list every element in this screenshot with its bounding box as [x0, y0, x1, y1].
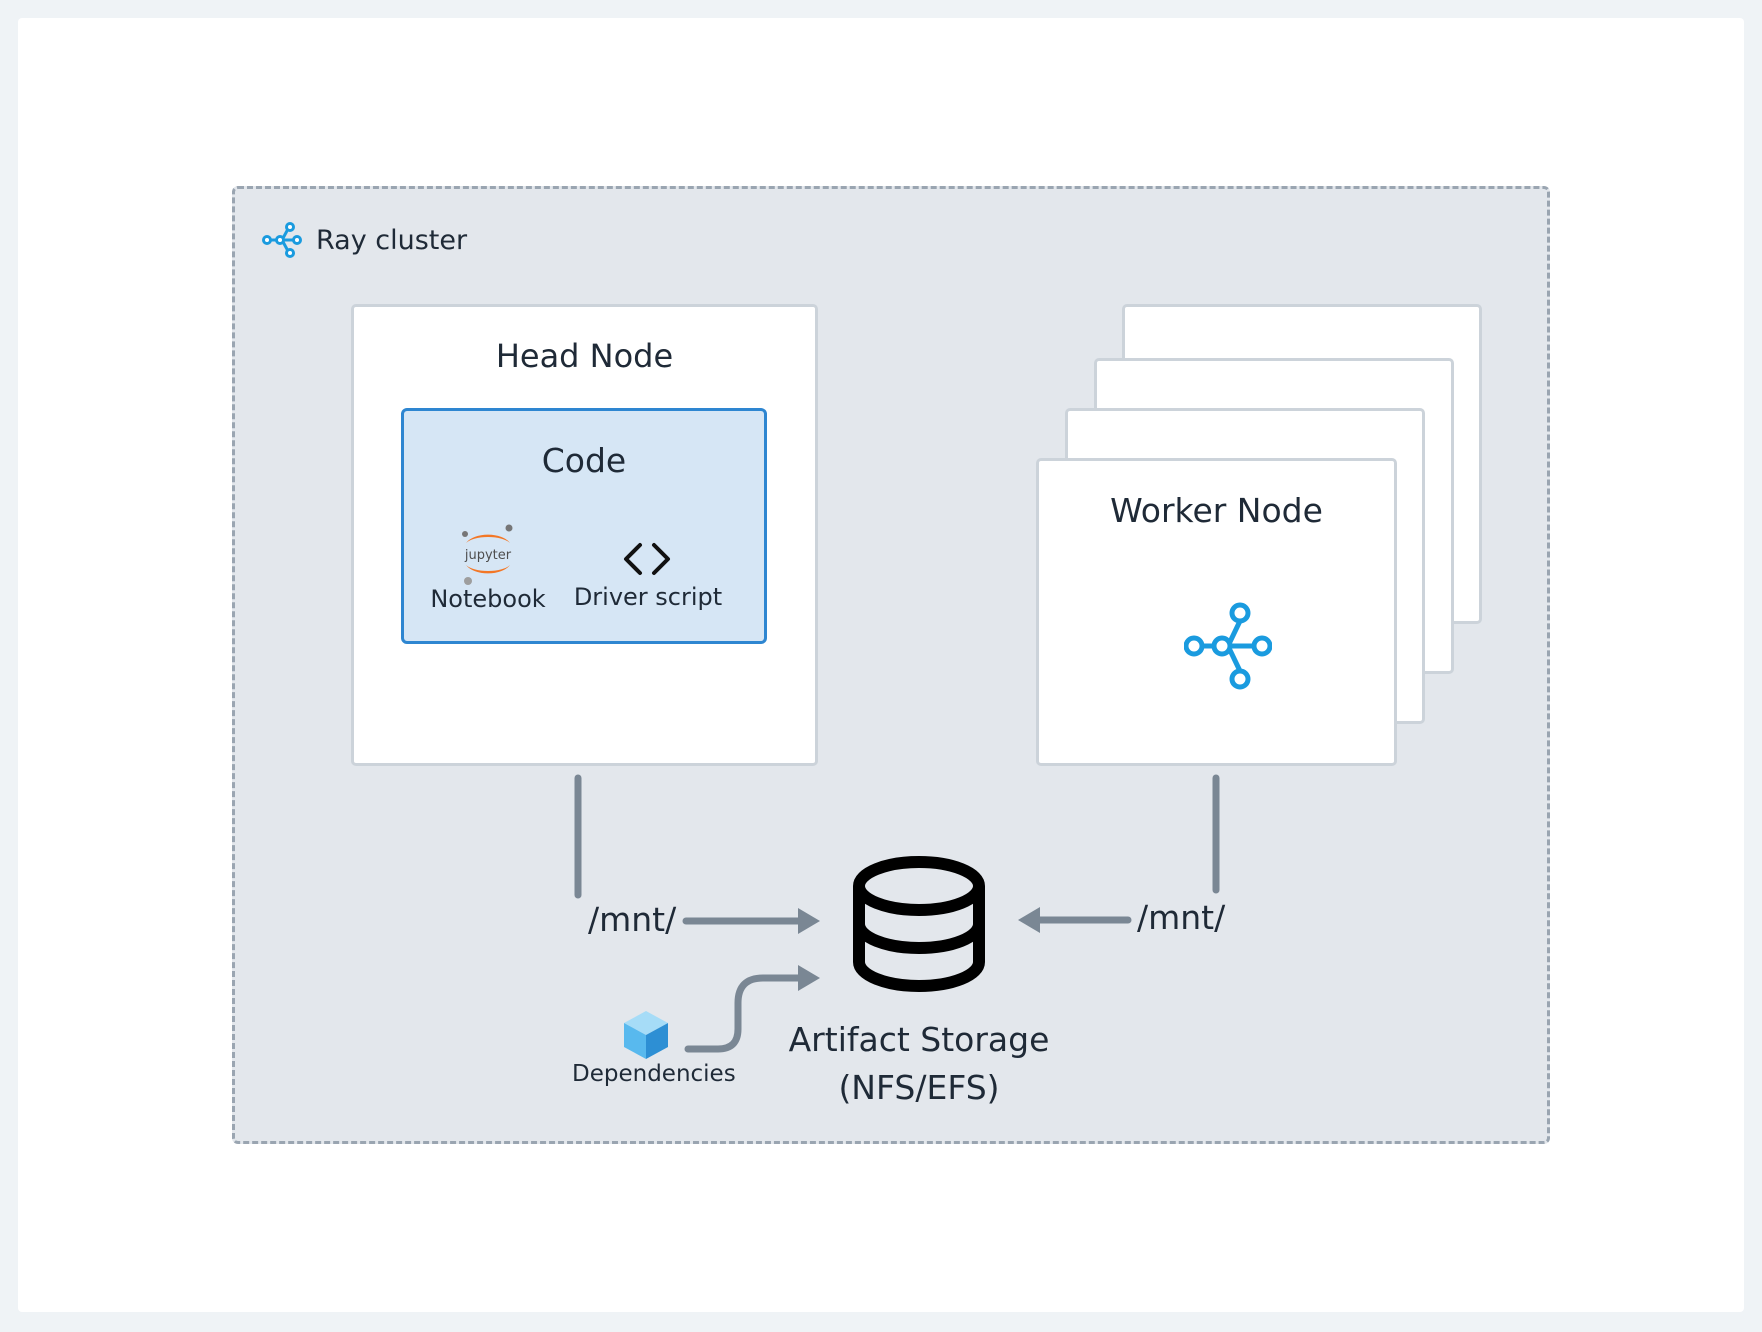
ray-icon — [262, 222, 302, 258]
worker-mount-label: /mnt/ — [1137, 898, 1226, 937]
artifact-storage-subtitle: (NFS/EFS) — [838, 1068, 1000, 1107]
driver-script-label: Driver script — [573, 583, 723, 611]
head-arrow — [682, 908, 820, 934]
worker-node-title: Worker Node — [1110, 491, 1323, 530]
artifact-storage-label: Artifact Storage (NFS/EFS) — [779, 1016, 1059, 1112]
head-node-title: Head Node — [495, 337, 674, 375]
code-brackets-icon — [624, 543, 670, 575]
ray-icon — [1184, 602, 1272, 690]
database-icon — [853, 856, 985, 992]
jupyter-icon: jupyter — [462, 524, 513, 585]
artifact-storage-title: Artifact Storage — [788, 1020, 1050, 1059]
worker-node: Worker Node — [1036, 458, 1397, 766]
notebook-label: Notebook — [430, 585, 546, 613]
code-box: Code jupyter Notebook Driver script — [401, 408, 767, 644]
cube-icon — [624, 1011, 668, 1059]
head-mount-label: /mnt/ — [588, 900, 677, 939]
code-title: Code — [541, 441, 627, 480]
cluster-title: Ray cluster — [316, 224, 468, 256]
dependencies-label: Dependencies — [572, 1061, 736, 1087]
dependencies-arrow — [684, 965, 820, 1053]
svg-text:jupyter: jupyter — [464, 548, 512, 563]
cluster-label: Ray cluster — [262, 220, 467, 260]
worker-arrow — [1018, 907, 1132, 933]
